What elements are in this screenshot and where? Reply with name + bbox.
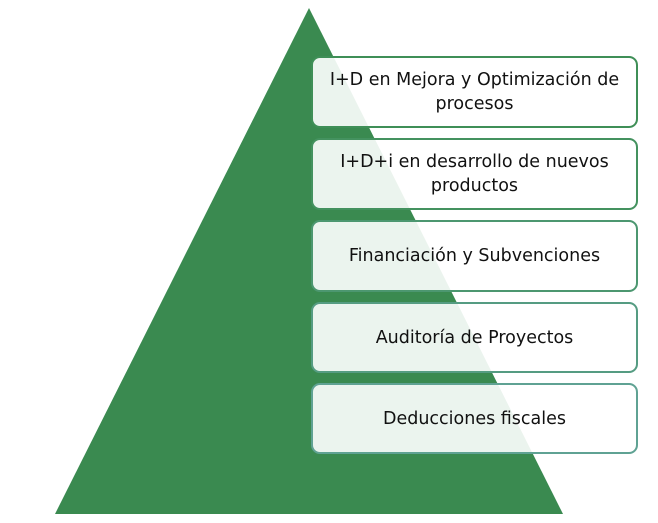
pyramid-level-4: Auditoría de Proyectos <box>311 302 638 373</box>
level-label: I+D+i en desarrollo de nuevos productos <box>340 152 609 196</box>
level-label: I+D en Mejora y Optimización de procesos <box>329 70 620 114</box>
pyramid-level-3: Financiación y Subvenciones <box>311 220 638 292</box>
pyramid-level-5: Deducciones fiscales <box>311 383 638 454</box>
pyramid-level-1: I+D en Mejora y Optimización de procesos <box>311 56 638 128</box>
pyramid-level-2: I+D+i en desarrollo de nuevos productos <box>311 138 638 210</box>
level-label: Deducciones fiscales <box>382 408 567 429</box>
level-label: Financiación y Subvenciones <box>348 246 601 266</box>
level-label: Auditoría de Proyectos <box>375 327 574 348</box>
